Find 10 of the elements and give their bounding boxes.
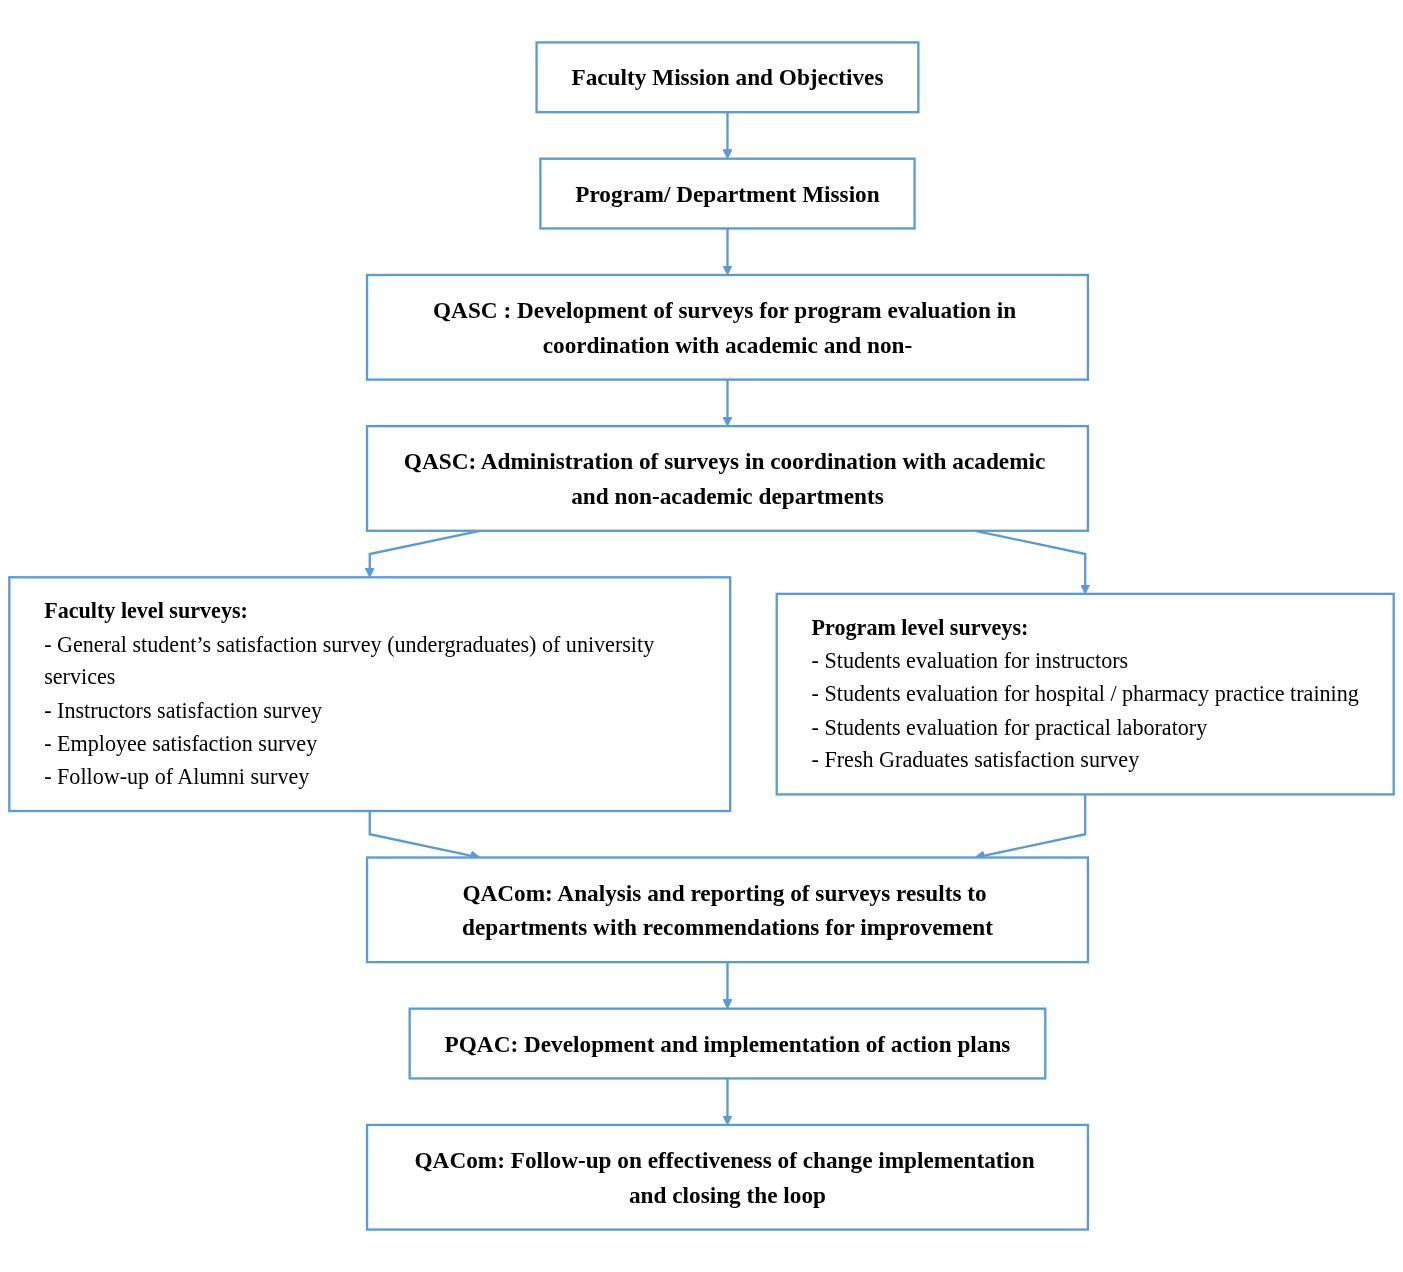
- node-box: QASC: Administration of surveys in coordination with academic and non-academic departments: [365, 424, 1090, 532]
- node-box: Program level surveys: - Students evaluation for instructors - Students evaluation for hospital / pharmacy practice training - Students evaluation for practical laboratory - Fresh Graduates satisfaction survey: [775, 592, 1395, 796]
- node-box: QASC : Development of surveys for program evaluation in coordination with academic and non-: [365, 273, 1090, 381]
- node-box: PQAC: Development and implementation of action plans: [408, 1007, 1047, 1080]
- node-box: Faculty Mission and Objectives: [535, 41, 920, 114]
- arrow: [722, 379, 733, 427]
- node-box: Program/ Department Mission: [539, 157, 916, 230]
- node-box: QACom: Analysis and reporting of surveys results to departments with recommendations for improvement: [365, 856, 1090, 964]
- node-box: QACom: Follow-up on effectiveness of change implementation and closing the loop: [365, 1123, 1090, 1231]
- node-box: Faculty level surveys: - General student’s satisfaction survey (undergraduates) of university services - Instructors satisfaction survey - Employee satisfaction survey - Follow-up of Alumni survey: [8, 576, 732, 813]
